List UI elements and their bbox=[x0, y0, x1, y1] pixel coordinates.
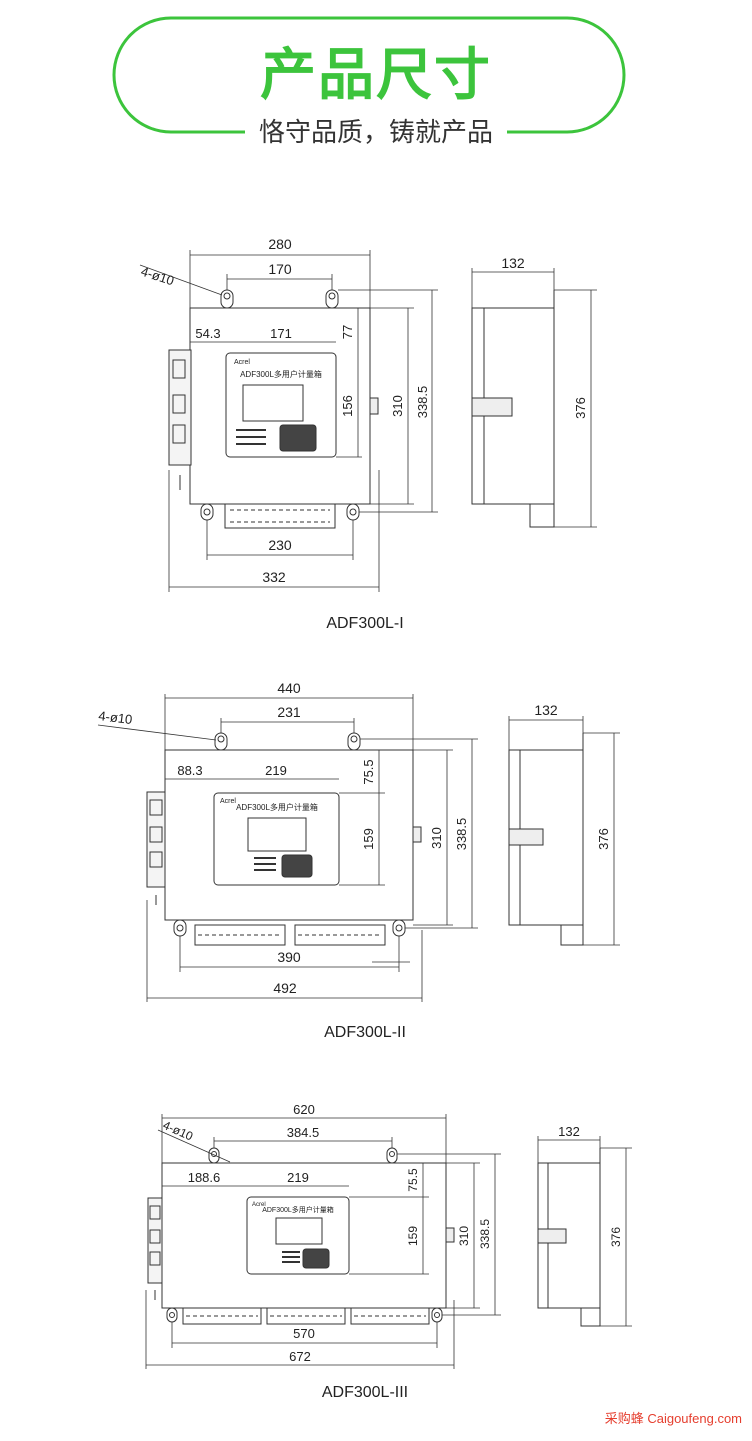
dim-panel-width: 219 bbox=[287, 1170, 309, 1185]
model-label-adf300l-i: ADF300L-I bbox=[326, 615, 404, 632]
dim-depth: 132 bbox=[501, 255, 525, 271]
dim-width-total: 492 bbox=[273, 980, 297, 996]
drawing-adf300l-ii: 440 231 4-ø10 88.3 219 75.5 159 310 338.… bbox=[98, 680, 620, 1002]
dim-height-inner: 310 bbox=[457, 1226, 471, 1246]
dim-width-top: 440 bbox=[277, 680, 301, 696]
dim-panel-top: 75.5 bbox=[361, 759, 376, 784]
dim-hole-spacing-top: 231 bbox=[277, 704, 301, 720]
brand-logo: Acrel bbox=[220, 798, 236, 805]
brand-logo: Acrel bbox=[234, 359, 250, 366]
drawing-adf300l-i: 280 170 4-ø10 54.3 171 77 156 310 338.5 … bbox=[139, 236, 597, 592]
dim-panel-offset: 54.3 bbox=[195, 326, 220, 341]
dim-hole-spacing-top: 384.5 bbox=[287, 1125, 320, 1140]
dim-width-top: 280 bbox=[268, 236, 292, 252]
dim-panel-offset: 88.3 bbox=[177, 763, 202, 778]
dim-height-inner: 310 bbox=[390, 395, 405, 417]
dim-hole-spacing-bottom: 230 bbox=[268, 537, 292, 553]
dim-height-outer: 338.5 bbox=[478, 1219, 492, 1249]
dim-hole-spacing-bottom: 570 bbox=[293, 1326, 315, 1341]
dim-width-total: 672 bbox=[289, 1349, 311, 1364]
dim-panel-top: 77 bbox=[340, 325, 355, 339]
lcd-screen bbox=[247, 817, 307, 852]
panel-product-name: ADF300L多用户计量箱 bbox=[262, 1205, 334, 1214]
panel-product-name: ADF300L多用户计量箱 bbox=[236, 802, 318, 812]
dim-hole-spacing-bottom: 390 bbox=[277, 949, 301, 965]
dim-width-top: 620 bbox=[293, 1102, 315, 1117]
dim-panel-top: 75.5 bbox=[406, 1168, 420, 1192]
dim-panel-height: 159 bbox=[361, 828, 376, 850]
model-label-adf300l-iii: ADF300L-III bbox=[321, 1384, 409, 1401]
dim-panel-offset: 188.6 bbox=[188, 1170, 221, 1185]
card-reader-icon bbox=[281, 854, 313, 878]
panel-product-name: ADF300L多用户计量箱 bbox=[240, 369, 322, 379]
page-title: 产品尺寸 bbox=[260, 43, 492, 108]
card-reader-icon bbox=[279, 424, 317, 452]
dim-side-height: 376 bbox=[573, 397, 588, 419]
dim-holes: 4-ø10 bbox=[139, 264, 176, 289]
card-reader-icon bbox=[302, 1248, 330, 1269]
drawing-adf300l-iii: 620 384.5 4-ø10 188.6 219 75.5 159 310 3… bbox=[145, 1102, 632, 1369]
page-subtitle: 恪守品质，铸就产品 bbox=[244, 118, 507, 148]
dim-panel-height: 156 bbox=[340, 395, 355, 417]
dim-panel-width: 171 bbox=[270, 326, 292, 341]
dim-hole-spacing-top: 170 bbox=[268, 261, 292, 277]
dim-depth: 132 bbox=[558, 1124, 580, 1139]
lcd-screen bbox=[275, 1217, 323, 1245]
dim-holes: 4-ø10 bbox=[98, 708, 134, 727]
dim-panel-width: 219 bbox=[265, 763, 287, 778]
dim-depth: 132 bbox=[534, 702, 558, 718]
dim-width-total: 332 bbox=[262, 569, 286, 585]
dim-height-inner: 310 bbox=[429, 827, 444, 849]
dim-side-height: 376 bbox=[596, 828, 611, 850]
dim-height-outer: 338.5 bbox=[415, 386, 430, 419]
model-label-adf300l-ii: ADF300L-II bbox=[324, 1024, 406, 1041]
dim-height-outer: 338.5 bbox=[454, 818, 469, 851]
lcd-screen bbox=[242, 384, 304, 422]
dim-holes: 4-ø10 bbox=[161, 1118, 196, 1144]
dim-side-height: 376 bbox=[609, 1227, 623, 1247]
dim-panel-height: 159 bbox=[406, 1226, 420, 1246]
watermark: 采购蜂 Caigoufeng.com bbox=[604, 1411, 742, 1426]
brand-logo: Acrel bbox=[252, 1202, 266, 1208]
